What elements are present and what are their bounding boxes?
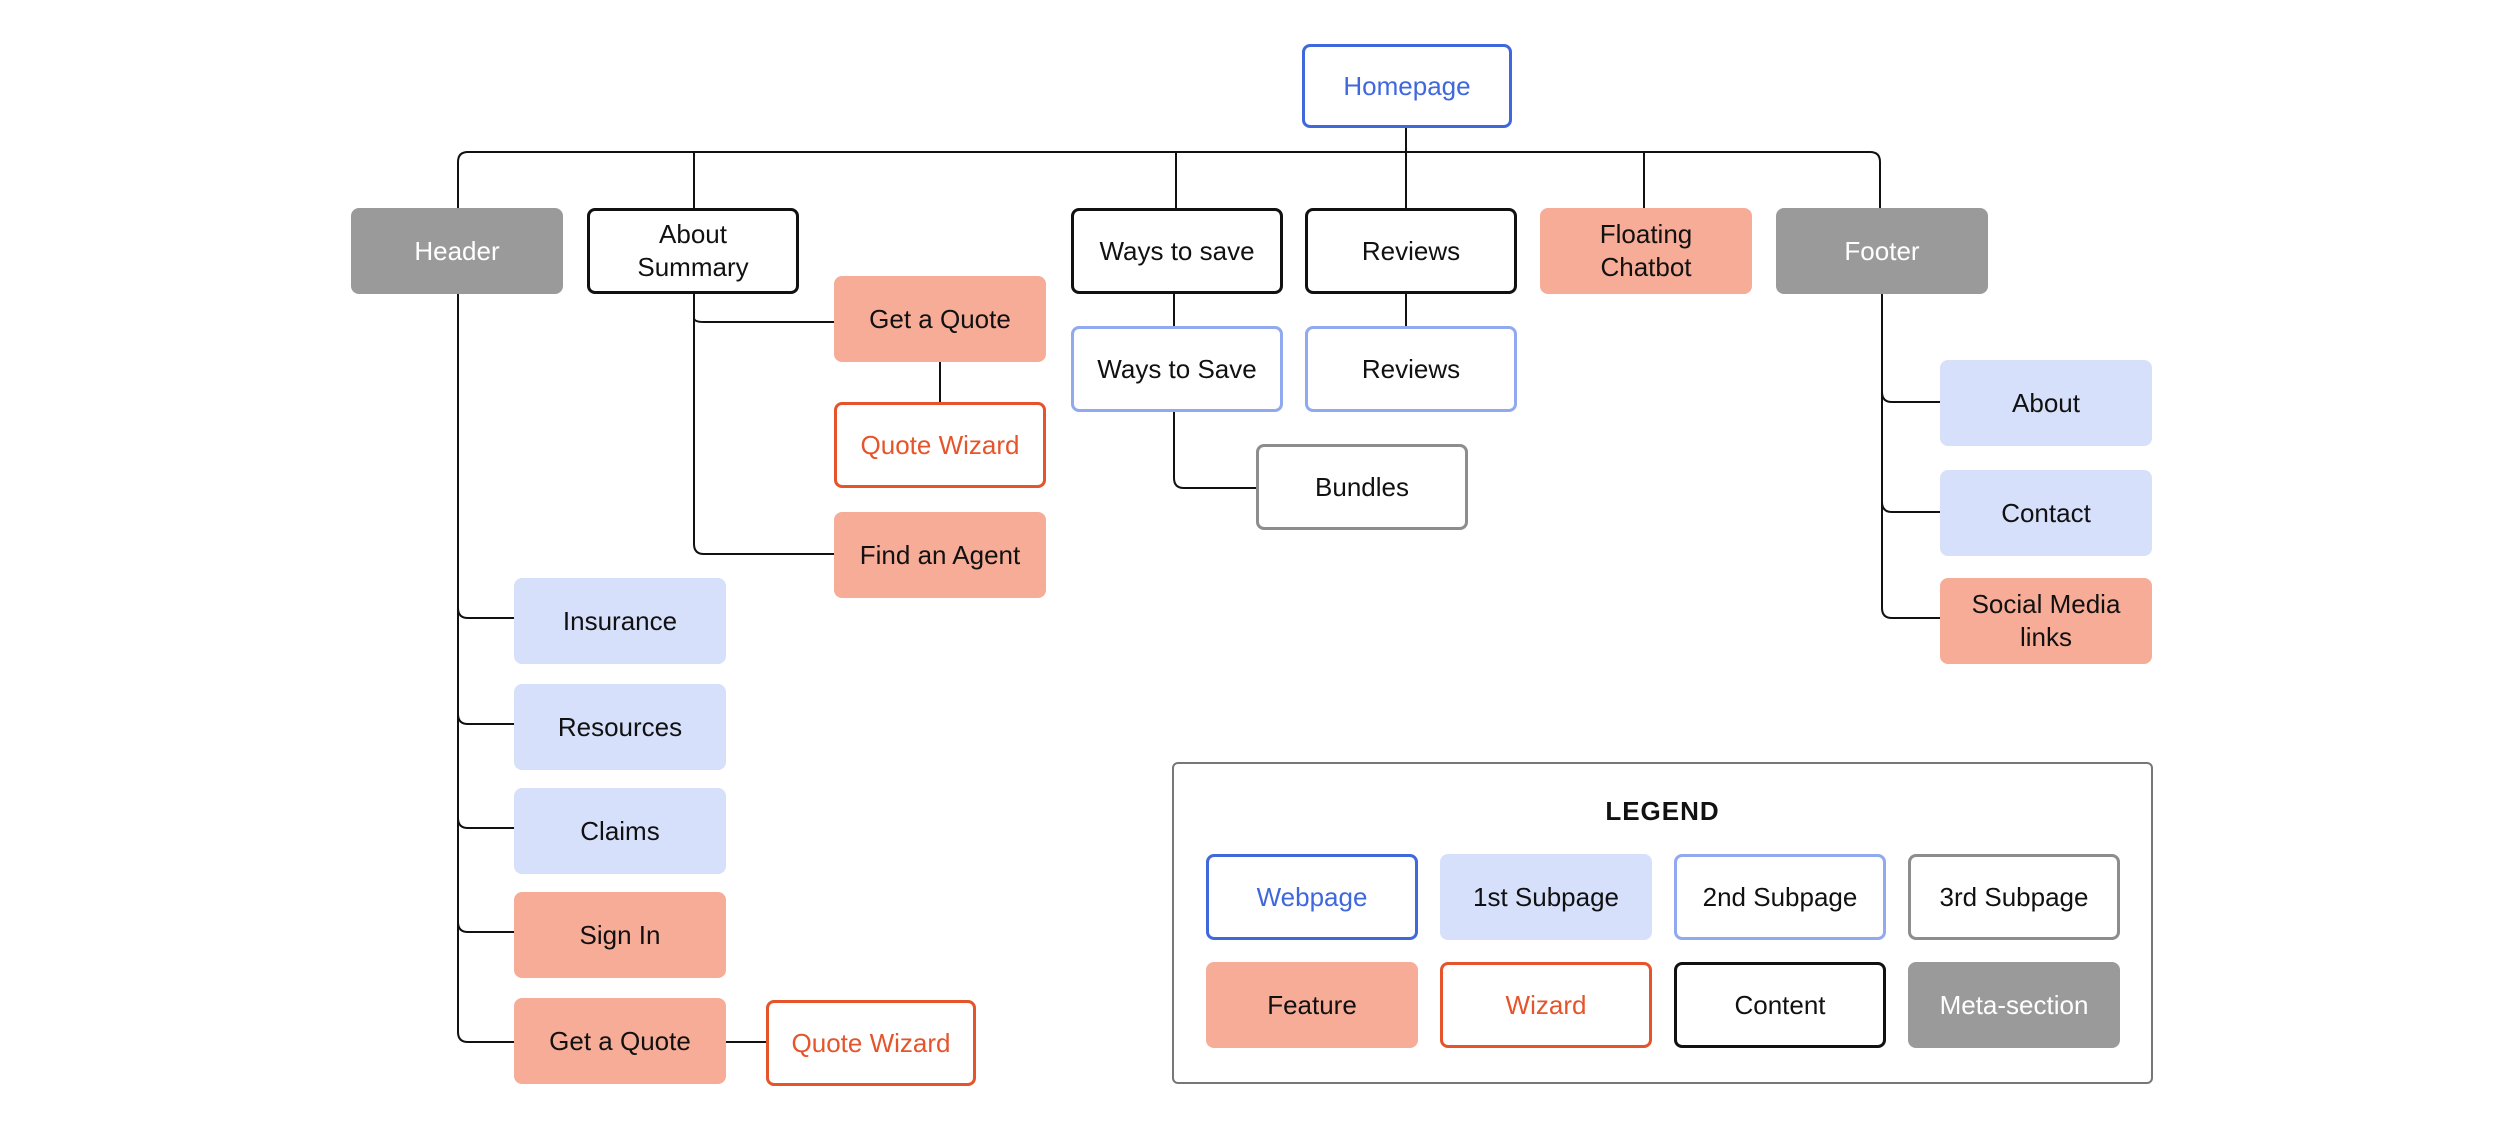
ways-to-save-content-node: Ways to save bbox=[1071, 208, 1283, 294]
floating-chatbot-node: Floating Chatbot bbox=[1540, 208, 1752, 294]
claims-node: Claims bbox=[514, 788, 726, 874]
legend-1st-subpage: 1st Subpage bbox=[1440, 854, 1652, 940]
about-summary-node: About Summary bbox=[587, 208, 799, 294]
social-media-links-node: Social Media links bbox=[1940, 578, 2152, 664]
header-node: Header bbox=[351, 208, 563, 294]
reviews-page-node: Reviews bbox=[1305, 326, 1517, 412]
bundles-node: Bundles bbox=[1256, 444, 1468, 530]
connector-footer-about bbox=[1881, 391, 1940, 403]
connector-about-branch bbox=[693, 294, 834, 555]
quote-wizard-about-node: Quote Wizard bbox=[834, 402, 1046, 488]
connector-resources bbox=[457, 713, 514, 725]
resources-node: Resources bbox=[514, 684, 726, 770]
find-agent-node: Find an Agent bbox=[834, 512, 1046, 598]
connector-insurance bbox=[457, 607, 514, 619]
footer-contact-node: Contact bbox=[1940, 470, 2152, 556]
connector-footer-branch bbox=[1881, 294, 1940, 619]
legend-title: LEGEND bbox=[1605, 796, 1720, 826]
legend-webpage: Webpage bbox=[1206, 854, 1418, 940]
legend-2nd-subpage: 2nd Subpage bbox=[1674, 854, 1886, 940]
insurance-node: Insurance bbox=[514, 578, 726, 664]
connector-header-branch bbox=[457, 294, 514, 1043]
footer-node: Footer bbox=[1776, 208, 1988, 294]
footer-about-node: About bbox=[1940, 360, 2152, 446]
get-quote-header-node: Get a Quote bbox=[514, 998, 726, 1084]
get-quote-about-node: Get a Quote bbox=[834, 276, 1046, 362]
ways-to-save-page-node: Ways to Save bbox=[1071, 326, 1283, 412]
reviews-content-node: Reviews bbox=[1305, 208, 1517, 294]
connector-claims bbox=[457, 817, 514, 829]
legend-wizard: Wizard bbox=[1440, 962, 1652, 1048]
homepage-node: Homepage bbox=[1302, 44, 1512, 128]
connector-footer-contact bbox=[1881, 501, 1940, 513]
legend-feature: Feature bbox=[1206, 962, 1418, 1048]
legend-meta-section: Meta-section bbox=[1908, 962, 2120, 1048]
legend-3rd-subpage: 3rd Subpage bbox=[1908, 854, 2120, 940]
sign-in-node: Sign In bbox=[514, 892, 726, 978]
connector-sign-in bbox=[457, 921, 514, 933]
connector-top-bus bbox=[457, 151, 1881, 212]
legend-content: Content bbox=[1674, 962, 1886, 1048]
connector-get-quote-about bbox=[693, 317, 834, 323]
quote-wizard-header-node: Quote Wizard bbox=[766, 1000, 976, 1086]
connector-bundles bbox=[1173, 410, 1256, 489]
